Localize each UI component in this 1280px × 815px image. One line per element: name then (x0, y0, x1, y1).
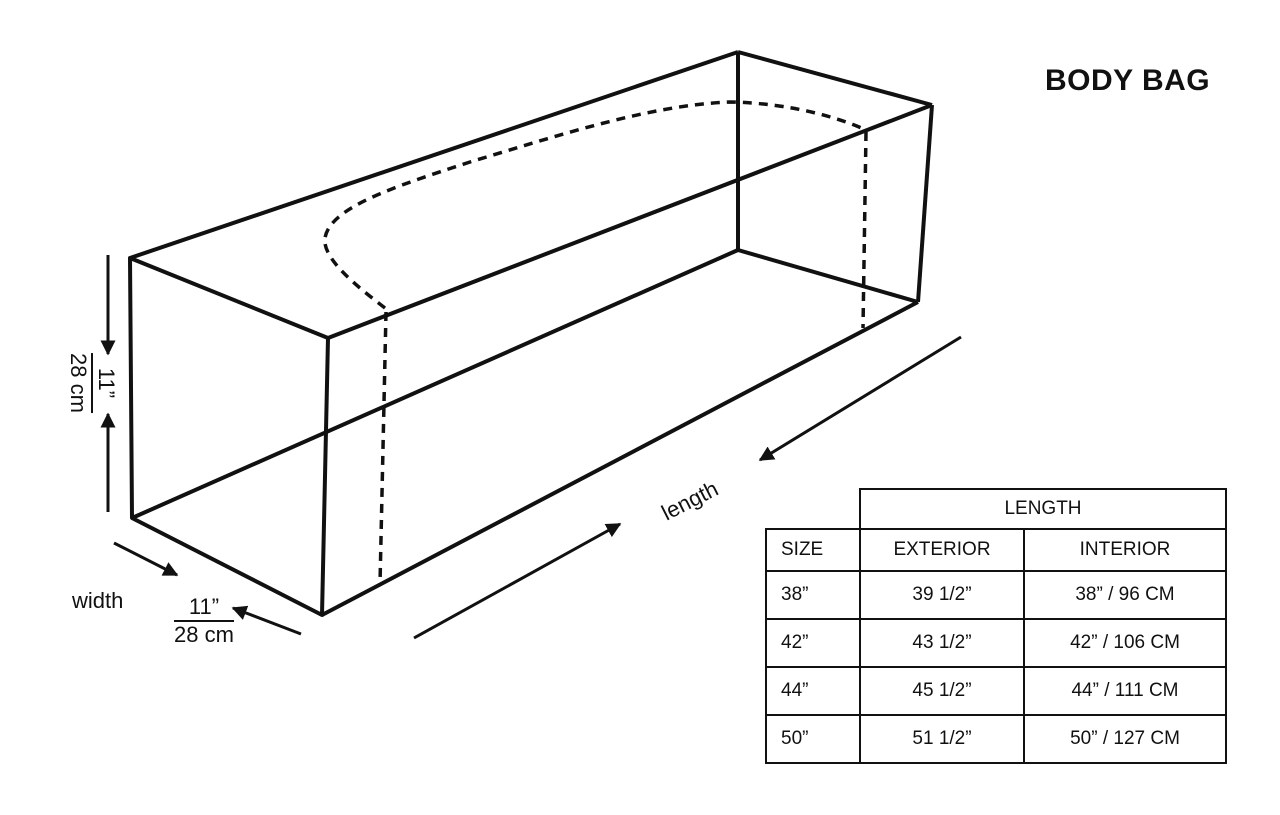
table-row: 38” 39 1/2” 38” / 96 CM (765, 570, 1227, 620)
table-header-row: SIZE EXTERIOR INTERIOR (765, 528, 1227, 572)
length-arrow-up-right (413, 522, 622, 640)
box-edge-top-left (129, 50, 739, 260)
size-cell: 42” (765, 618, 861, 668)
bag-outline-right-vertical (861, 131, 868, 329)
table-blank-cell (766, 489, 860, 529)
box-edge-back-bottom-right (737, 248, 919, 304)
height-metric: 28 cm (66, 353, 91, 413)
height-dimension-label: 11” 28 cm (65, 353, 119, 413)
box-edge-top-back (737, 50, 933, 107)
table-row: 44” 45 1/2” 44” / 111 CM (765, 666, 1227, 716)
exterior-cell: 45 1/2” (859, 666, 1025, 716)
size-cell: 44” (765, 666, 861, 716)
bag-outline-left-vertical (378, 311, 388, 585)
box-edge-back-bottom-left (131, 248, 739, 520)
interior-cell: 42” / 106 CM (1023, 618, 1227, 668)
exterior-cell: 51 1/2” (859, 714, 1025, 764)
size-table: LENGTH SIZE EXTERIOR INTERIOR 38” 39 1/2… (765, 488, 1227, 764)
box-edge-right-vertical (916, 104, 934, 303)
exterior-cell: 39 1/2” (859, 570, 1025, 620)
box-edge-bottom-front (321, 300, 919, 617)
bag-outline-top (323, 100, 867, 310)
width-label: width (72, 588, 124, 613)
interior-cell: 38” / 96 CM (1023, 570, 1227, 620)
diagram-title: BODY BAG (1045, 64, 1211, 97)
height-fraction: 11” 28 cm (65, 353, 119, 413)
header-size: SIZE (765, 528, 861, 572)
interior-cell: 50” / 127 CM (1023, 714, 1227, 764)
table-group-header-row: LENGTH (766, 488, 1227, 530)
length-arrow-down-left (758, 335, 962, 462)
header-exterior: EXTERIOR (859, 528, 1025, 572)
table-row: 42” 43 1/2” 42” / 106 CM (765, 618, 1227, 668)
width-arrow-left (231, 605, 302, 636)
width-arrow-right (113, 541, 179, 577)
table-row: 50” 51 1/2” 50” / 127 CM (765, 714, 1227, 764)
interior-cell: 44” / 111 CM (1023, 666, 1227, 716)
width-metric: 28 cm (174, 622, 234, 647)
exterior-cell: 43 1/2” (859, 618, 1025, 668)
height-imperial: 11” (91, 353, 119, 413)
size-cell: 38” (765, 570, 861, 620)
length-group-header: LENGTH (859, 488, 1227, 530)
width-imperial: 11” (174, 594, 234, 622)
box-edge-top-front (327, 103, 933, 340)
width-fraction: 11” 28 cm (174, 594, 234, 648)
header-interior: INTERIOR (1023, 528, 1227, 572)
size-cell: 50” (765, 714, 861, 764)
box-front-face (128, 256, 330, 617)
